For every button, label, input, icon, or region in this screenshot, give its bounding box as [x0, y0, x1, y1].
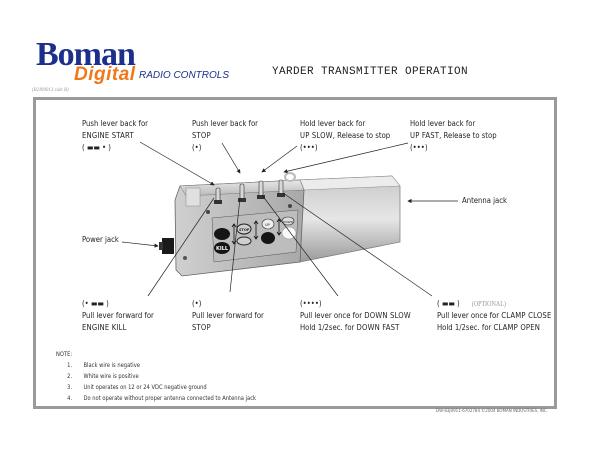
callout-text: , Release to stop [332, 131, 391, 140]
lever-engine[interactable] [214, 187, 222, 204]
callout-action: UP FAST [410, 131, 440, 140]
callout-text: Push lever back for [82, 119, 148, 128]
signal-code: ( ▬▬ ) [437, 299, 460, 308]
lever-up-down[interactable] [257, 180, 265, 199]
callout-up-slow: Hold lever back for UP SLOW, Release to … [300, 118, 390, 154]
control-panel: KILL STOP UP DOWN [211, 209, 299, 263]
screw [206, 210, 210, 214]
logo-tagline: RADIO CONTROLS [139, 70, 230, 81]
document-title: YARDER TRANSMITTER OPERATION [272, 66, 469, 78]
logo-sub: Digital [74, 64, 136, 85]
antenna-housing [297, 175, 401, 263]
callout-stop-back: Push lever back for STOP (•) [192, 118, 258, 154]
callout-text: Pull lever forward for [82, 311, 154, 320]
callout-text: Hold 1/2sec. for [437, 323, 494, 332]
callout-engine-kill: (• ▬▬ ) Pull lever forward for ENGINE KI… [82, 298, 154, 334]
note-text: Unit operates on 12 or 24 VDC negative g… [83, 384, 207, 391]
callout-action: STOP [192, 131, 211, 140]
signal-code: (•••) [410, 143, 428, 152]
callout-action: CLAMP OPEN [493, 323, 541, 332]
note-text: Do not operate without proper antenna co… [83, 395, 257, 402]
callout-up-fast: Hold lever back for UP FAST, Release to … [410, 118, 497, 154]
down-label: DOWN [283, 220, 293, 224]
reference-note: (R2I09013 side B) [32, 88, 69, 93]
notes-list: 1. Black wire is negative 2. White wire is… [56, 360, 256, 404]
callout-action: DOWN FAST [356, 323, 400, 332]
screw [183, 256, 187, 260]
signal-code: (••••) [300, 299, 322, 308]
note-item: 2. White wire is positive [56, 371, 256, 382]
stop-label: STOP [239, 228, 250, 232]
callout-text: Pull lever once for [300, 311, 365, 320]
note-number: 1. [67, 362, 73, 369]
start-button-icon [214, 228, 230, 240]
note-item: 1. Black wire is negative [56, 360, 256, 371]
toggle-levers [214, 172, 296, 204]
signal-code: (•••) [300, 143, 318, 152]
leader-clamp [282, 192, 433, 297]
leader-up-slow [261, 145, 298, 173]
label-power-jack: Power jack [82, 235, 119, 244]
callout-clamp: ( ▬▬ ) (OPTIONAL) Pull lever once for CLA… [437, 298, 551, 334]
callout-action: UP SLOW [300, 131, 333, 140]
leader-engine-kill [147, 197, 215, 297]
up-down-arrow-icon [253, 220, 259, 240]
boman-logo: Boman Digital RADIO CONTROLS [36, 36, 229, 85]
mounting-bracket [185, 187, 201, 207]
note-item: 3. Unit operates on 12 or 24 VDC negative… [56, 382, 256, 393]
callout-text: Hold lever back for [300, 119, 366, 128]
callout-engine-start: Push lever back for ENGINE START ( ▬▬ • … [82, 118, 148, 154]
leader-engine-start [139, 141, 215, 186]
callout-action: DOWN SLOW [364, 311, 411, 320]
notes-heading: NOTE: [56, 351, 73, 358]
stop-button-2-icon [236, 236, 252, 246]
down-button-icon [261, 232, 275, 244]
power-jack-connector [159, 238, 174, 254]
note-text: Black wire is negative [83, 362, 140, 369]
leader-lines [121, 141, 458, 297]
signal-code: ( ▬▬ • ) [82, 143, 111, 152]
optional-tag: (OPTIONAL) [471, 300, 506, 308]
lever-stop[interactable] [238, 183, 246, 202]
lever-clamp[interactable] [277, 179, 285, 197]
signal-code: (•) [192, 299, 202, 308]
callout-text: Hold 1/2sec. for [300, 323, 357, 332]
note-number: 3. [67, 384, 73, 391]
callout-action: ENGINE START [82, 131, 134, 140]
leader-down [261, 194, 339, 297]
leader-power-jack [121, 241, 159, 248]
callout-text: , Release to stop [439, 131, 497, 140]
screw [288, 204, 292, 208]
signal-code: (• ▬▬ ) [82, 299, 109, 308]
callout-action: STOP [192, 323, 211, 332]
callout-action: CLAMP CLOSE [501, 311, 552, 320]
logo-brand: Boman [36, 36, 136, 73]
callout-action: ENGINE KILL [82, 323, 127, 332]
up-button-icon [261, 218, 275, 230]
up-label: UP [265, 223, 270, 227]
kill-button-icon [214, 242, 230, 254]
notes-section: NOTE: 1. Black wire is negative 2. White w… [56, 349, 256, 404]
note-item: 4. Do not operate without proper antenna … [56, 393, 256, 404]
callout-text: Pull lever once for [437, 311, 502, 320]
document-footer: DW-83J0911-6702784 ©2004 BOMAN INDUSTRIE… [436, 408, 548, 413]
note-number: 4. [67, 395, 73, 402]
leader-stop-back [221, 142, 241, 174]
note-text: White wire is positive [83, 373, 139, 380]
leader-stop-forward [229, 197, 241, 293]
note-number: 2. [67, 373, 73, 380]
signal-code: (•) [192, 143, 202, 152]
callout-stop-forward: (•) Pull lever forward for STOP [192, 298, 264, 334]
antenna-connector [284, 172, 296, 182]
kill-label: KILL [216, 246, 229, 252]
label-antenna-jack: Antenna jack [462, 196, 508, 205]
up-down-arrow-icon [276, 218, 282, 236]
leader-up-fast [283, 142, 409, 174]
callout-down: (••••) Pull lever once for DOWN SLOW Hol… [300, 298, 411, 334]
callout-text: Push lever back for [192, 119, 258, 128]
callout-text: Pull lever forward for [192, 311, 264, 320]
callout-text: Hold lever back for [410, 119, 476, 128]
